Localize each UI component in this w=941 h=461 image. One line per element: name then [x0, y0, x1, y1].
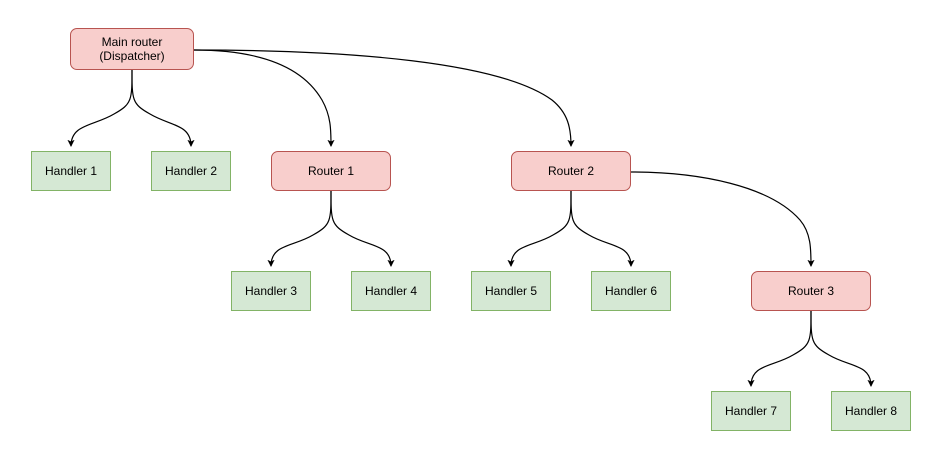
- node-handler-8[interactable]: Handler 8: [831, 391, 911, 431]
- node-router-3[interactable]: Router 3: [751, 271, 871, 311]
- node-handler-6[interactable]: Handler 6: [591, 271, 671, 311]
- node-router-1[interactable]: Router 1: [271, 151, 391, 191]
- node-label-main-router: Main router (Dispatcher): [99, 35, 165, 63]
- edge-router-3-to-handler-8: [810, 310, 875, 387]
- node-handler-2[interactable]: Handler 2: [151, 151, 231, 191]
- edge-router-3-to-handler-7: [747, 310, 812, 387]
- node-handler-1[interactable]: Handler 1: [31, 151, 111, 191]
- edge-router-1-to-handler-3: [267, 190, 332, 267]
- node-label-handler-6: Handler 6: [604, 284, 658, 298]
- edges-group: [67, 49, 875, 387]
- edge-main-to-router-2: [193, 49, 575, 147]
- edge-main-to-router-1: [193, 49, 335, 147]
- node-label-handler-1: Handler 1: [44, 164, 98, 178]
- node-label-handler-2: Handler 2: [164, 164, 218, 178]
- node-handler-3[interactable]: Handler 3: [231, 271, 311, 311]
- node-label-handler-7: Handler 7: [724, 404, 778, 418]
- node-handler-4[interactable]: Handler 4: [351, 271, 431, 311]
- edge-router-2-to-handler-6: [570, 190, 635, 267]
- node-label-router-2: Router 2: [547, 164, 595, 178]
- node-label-router-1: Router 1: [307, 164, 355, 178]
- edge-router-1-to-handler-4: [330, 190, 395, 267]
- node-label-router-3: Router 3: [787, 284, 835, 298]
- edge-main-to-handler-2: [131, 69, 195, 147]
- node-label-handler-4: Handler 4: [364, 284, 418, 298]
- node-handler-7[interactable]: Handler 7: [711, 391, 791, 431]
- node-label-handler-8: Handler 8: [844, 404, 898, 418]
- edge-main-to-handler-1: [67, 69, 133, 147]
- edge-router-2-to-router-3: [630, 171, 815, 267]
- node-router-2[interactable]: Router 2: [511, 151, 631, 191]
- node-label-handler-3: Handler 3: [244, 284, 298, 298]
- edge-router-2-to-handler-5: [507, 190, 572, 267]
- node-handler-5[interactable]: Handler 5: [471, 271, 551, 311]
- node-label-handler-5: Handler 5: [484, 284, 538, 298]
- node-main-router[interactable]: Main router (Dispatcher): [70, 28, 194, 70]
